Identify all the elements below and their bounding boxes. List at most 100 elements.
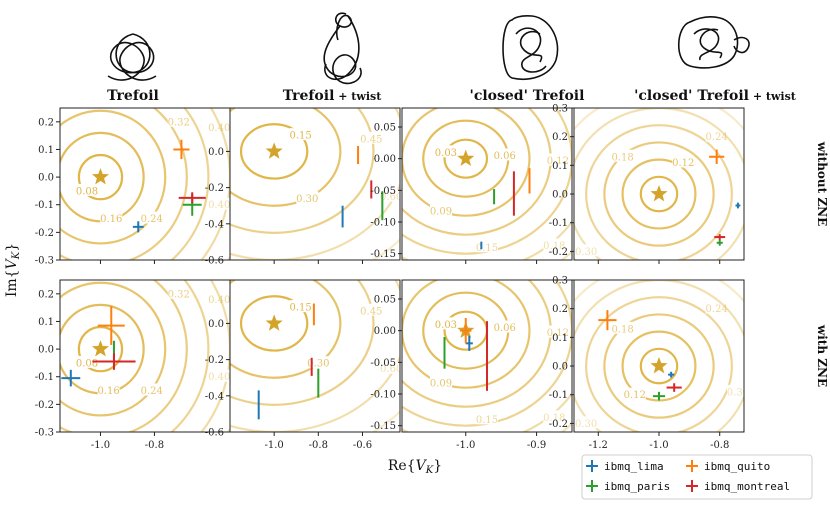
plot-frame (229, 107, 401, 261)
y-tick-label: 0.1 (552, 333, 568, 344)
closed-trefoil-knot-icon (502, 15, 559, 80)
y-tick-label: 0.0 (552, 190, 568, 201)
point-ibmq-quito (97, 306, 125, 345)
contour-label-bg (543, 410, 566, 423)
contour-label: 0.06 (494, 151, 516, 162)
contour-label-bg (434, 145, 457, 158)
y-tick-label: 0.0 (38, 173, 54, 184)
y-tick-label: 0.00 (374, 326, 396, 337)
x-tick-label: -0.8 (145, 440, 164, 451)
y-tick-label: 0.3 (552, 104, 568, 115)
contour-label: 0.30 (575, 247, 597, 258)
contour-label: 0.09 (430, 207, 452, 218)
subplot-2-2: 0.150.300.450.600.0-0.2-0.4-0.6-1.0-0.8-… (205, 279, 402, 451)
contour-label-bg (167, 286, 190, 299)
contour-label-bg (307, 356, 330, 369)
point-ibmq-montreal (178, 192, 206, 204)
contour-ring (60, 108, 188, 260)
contour-ring (239, 123, 309, 180)
contour-label: 0.18 (543, 413, 565, 424)
column-title-main: Trefoil (283, 88, 335, 104)
row-label-1: without ZNE (815, 141, 829, 226)
y-tick-label: 0.1 (552, 161, 568, 172)
contour-label: 0.12 (547, 156, 569, 167)
legend-frame (581, 454, 813, 500)
contour-ring (443, 138, 489, 179)
contour-label: 0.12 (624, 390, 646, 401)
contour-ring (230, 108, 342, 207)
subplot-1-4: 0.120.180.240.300.30.20.10.0-0.1-0.2 (549, 104, 745, 264)
contour-label-bg (380, 189, 400, 202)
knot-icons (107, 12, 750, 85)
y-tick-label: -0.1 (549, 390, 568, 401)
contour-ring (230, 280, 342, 379)
point-ibmq-lima (132, 221, 144, 233)
contour-ring (621, 158, 697, 230)
contour-ring (77, 325, 124, 373)
contour-label: 0.30 (296, 194, 318, 205)
contour-label-bg (672, 155, 695, 168)
contour-ring (402, 280, 531, 389)
y-tick-label: -0.4 (205, 391, 224, 402)
column-title-2: Trefoil + twist (283, 88, 382, 104)
contour-ring (402, 280, 572, 427)
point-ibmq-paris (716, 239, 723, 246)
contour-label-bg (140, 383, 163, 396)
plot-frame (401, 279, 573, 433)
axis-labels: Re{VK} Im{VK} (4, 243, 442, 476)
contour-label-bg (546, 153, 569, 166)
target-star-marker (650, 357, 668, 374)
y-tick-label: -0.05 (370, 358, 396, 369)
contour-ring (402, 108, 572, 255)
contour-label-bg (543, 238, 566, 251)
contour-label: 0.16 (100, 214, 122, 225)
y-tick-label: 0.1 (38, 317, 54, 328)
contour-label-bg (360, 303, 383, 316)
y-tick-label: -0.2 (205, 183, 224, 194)
contour-label: 0.03 (435, 320, 457, 331)
x-tick-label: -0.9 (527, 440, 546, 451)
contour-label-bg (208, 197, 230, 210)
contour-label-bg (380, 361, 400, 374)
contour-label-bg (75, 183, 98, 196)
y-tick-label: -0.4 (205, 219, 224, 230)
y-tick-label: -0.6 (205, 256, 224, 267)
column-title-4: 'closed' Trefoil + twist (634, 88, 797, 104)
contour-label: 0.09 (430, 379, 452, 390)
contour-ring (60, 280, 188, 432)
point-ibmq-paris (652, 391, 666, 401)
contour-label-bg (296, 191, 319, 204)
contour-ring (639, 175, 679, 213)
contour-ring (585, 296, 733, 432)
y-tick-label: 0.2 (552, 132, 568, 143)
contour-label-bg (546, 325, 569, 338)
contour-ring (639, 347, 679, 385)
point-ibmq-lima (668, 371, 675, 378)
plot-background (402, 108, 572, 260)
contour-label-bg (429, 204, 452, 217)
y-tick-label: 0.2 (552, 304, 568, 315)
column-title-main: Trefoil (107, 88, 159, 104)
point-ibmq-lima (735, 202, 741, 209)
contour-ring (402, 108, 531, 217)
x-tick-label: -1.0 (456, 440, 475, 451)
contour-ring (60, 281, 167, 417)
target-star-marker (265, 314, 283, 331)
contour-label-bg (429, 376, 452, 389)
contour-label: 0.60 (380, 364, 402, 375)
contour-label-bg (493, 320, 516, 333)
y-tick-label: -0.2 (205, 355, 224, 366)
contour-ring (603, 141, 715, 247)
contour-label: 0.12 (672, 158, 694, 169)
contour-ring (170, 108, 210, 260)
contour-label: 0.45 (360, 134, 382, 145)
contour-ring (585, 124, 733, 260)
column-title-1: Trefoil (107, 88, 159, 104)
contour-label: 0.40 (208, 200, 230, 211)
y-tick-label: -0.10 (370, 218, 396, 229)
